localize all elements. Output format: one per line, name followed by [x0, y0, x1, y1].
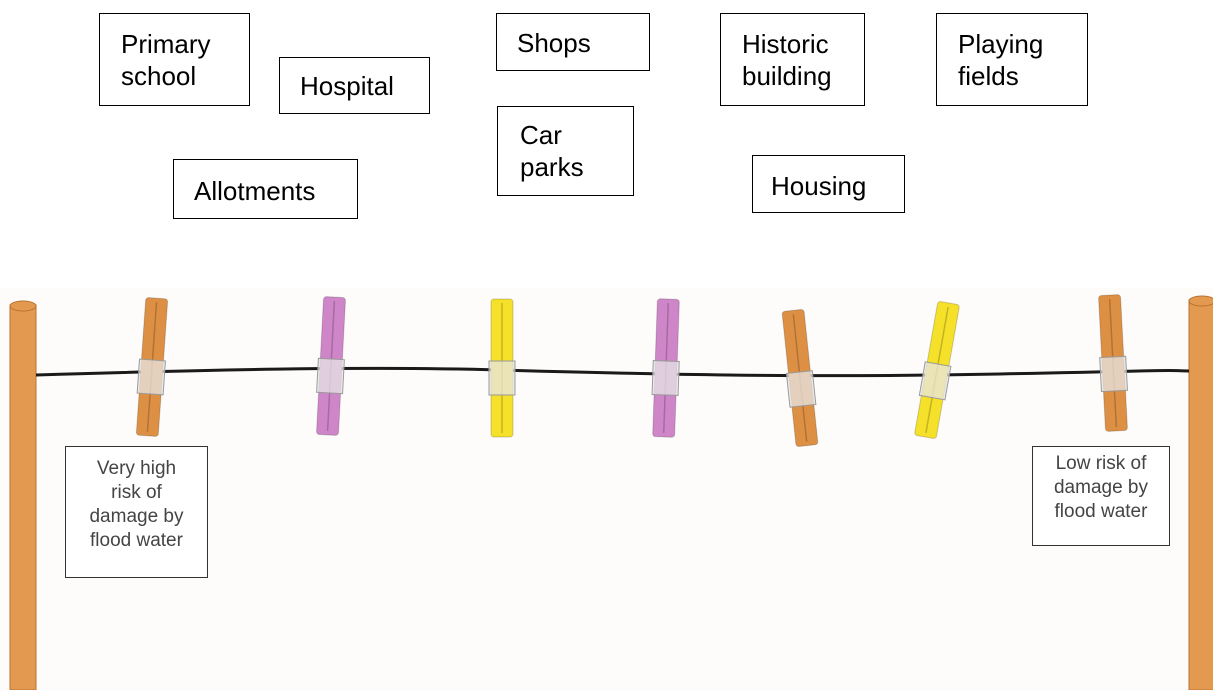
left-pole-body [9, 304, 37, 690]
left-pole-top [9, 300, 37, 312]
left-pole [9, 300, 37, 690]
peg-spring [316, 357, 345, 395]
peg-spring [1099, 355, 1128, 393]
peg-spring [918, 361, 952, 401]
clothes-peg-orange [135, 297, 169, 437]
clothes-peg-pink [316, 296, 346, 436]
clothes-peg-yellow [488, 298, 516, 438]
very-high-risk-label: Very high risk of damage by flood water [65, 446, 208, 578]
peg-spring [488, 360, 516, 396]
card-housing[interactable]: Housing [752, 155, 905, 213]
peg-spring [136, 358, 166, 396]
low-risk-label: Low risk of damage by flood water [1032, 446, 1170, 546]
card-shops[interactable]: Shops [496, 13, 650, 71]
clothes-peg-orange [1098, 294, 1128, 432]
card-car-parks[interactable]: Car parks [497, 106, 634, 196]
card-primary-school[interactable]: Primary school [99, 13, 250, 106]
clothes-peg-orange [781, 309, 819, 447]
right-pole-body [1188, 299, 1213, 690]
clothes-peg-yellow [914, 301, 960, 439]
right-pole [1188, 295, 1213, 690]
washing-line [35, 366, 1190, 378]
peg-spring [785, 370, 817, 408]
card-allotments[interactable]: Allotments [173, 159, 358, 219]
peg-spring [651, 360, 680, 396]
right-pole-top [1188, 295, 1213, 307]
card-historic-building[interactable]: Historic building [720, 13, 865, 106]
card-hospital[interactable]: Hospital [279, 57, 430, 114]
clothes-peg-pink [651, 298, 680, 438]
card-playing-fields[interactable]: Playing fields [936, 13, 1088, 106]
pegs-group [135, 294, 1128, 447]
